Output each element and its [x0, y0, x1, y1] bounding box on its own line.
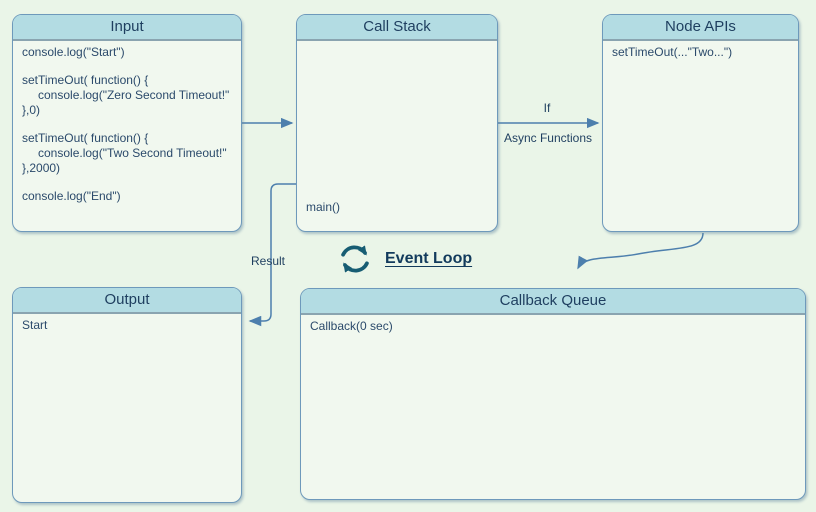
call-stack-frame-main: main() — [306, 200, 341, 214]
node-apis-box-body: setTimeOut(..."Two...") — [603, 41, 798, 231]
event-loop-indicator: Event Loop — [335, 239, 472, 279]
callback-queue-box-title: Callback Queue — [301, 289, 805, 315]
code-line: console.log("Start") — [22, 45, 125, 59]
input-box-body: console.log("Start") setTimeOut( functio… — [13, 41, 241, 231]
output-box-title: Output — [13, 288, 241, 314]
callback-queue-box: Callback Queue Callback(0 sec) — [300, 288, 806, 500]
arrow-label-result: Result — [250, 254, 285, 268]
code-line: },2000) — [22, 161, 61, 175]
code-line: console.log("End") — [22, 189, 121, 203]
callback-queue-box-body: Callback(0 sec) — [301, 315, 805, 499]
code-line: },0) — [22, 103, 41, 117]
event-loop-icon — [335, 239, 375, 279]
output-line-start: Start — [22, 318, 48, 332]
call-stack-box: Call Stack main() — [296, 14, 498, 232]
arrow-callstack-to-output-result — [248, 183, 296, 327]
code-line: setTimeOut( function() { — [22, 131, 149, 145]
input-box-title: Input — [13, 15, 241, 41]
arrow-label-if: If — [543, 101, 551, 115]
input-box: Input console.log("Start") setTimeOut( f… — [12, 14, 242, 232]
output-box-body: Start — [13, 314, 241, 502]
call-stack-box-body: main() — [297, 41, 497, 231]
node-apis-box: Node APIs setTimeOut(..."Two...") — [602, 14, 799, 232]
event-loop-label: Event Loop — [385, 250, 473, 267]
arrow-nodeapis-to-callbackqueue — [577, 232, 704, 270]
code-line: setTimeOut( function() { — [22, 73, 149, 87]
node-apis-pending-timer: setTimeOut(..."Two...") — [612, 45, 733, 59]
callback-queue-item: Callback(0 sec) — [310, 319, 393, 333]
node-apis-box-title: Node APIs — [603, 15, 798, 41]
code-line: console.log("Two Second Timeout!" — [38, 146, 227, 160]
code-line: console.log("Zero Second Timeout!" — [38, 88, 230, 102]
call-stack-box-title: Call Stack — [297, 15, 497, 41]
output-box: Output Start — [12, 287, 242, 503]
arrow-label-async-functions: Async Functions — [503, 131, 593, 145]
